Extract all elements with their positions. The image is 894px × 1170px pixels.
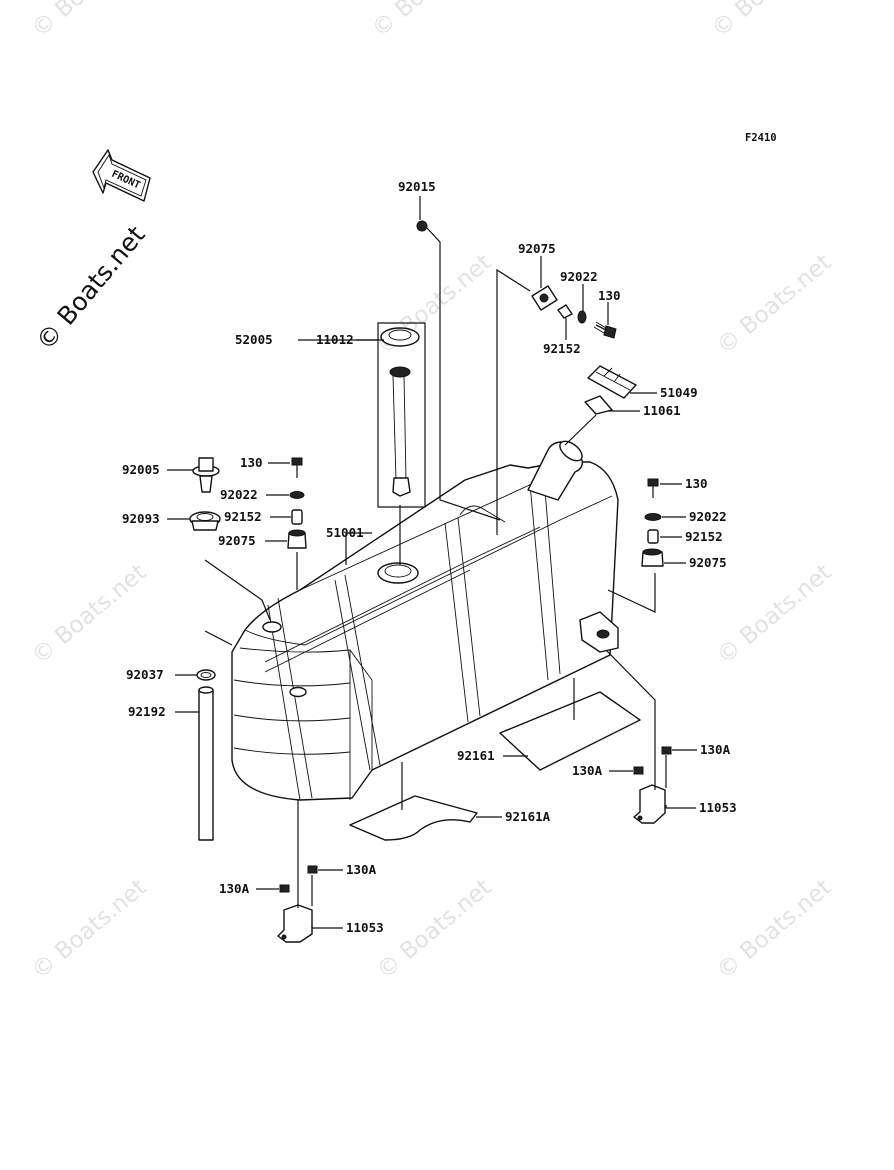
callout-11061: 11061 [643,403,681,418]
watermark: © Boats.net [27,559,151,669]
callout-51049: 51049 [660,385,698,400]
brand-logo-text: © Boats.net [30,220,150,356]
callout-92161: 92161 [457,748,495,763]
watermark: © Boats.net [372,874,496,984]
callout-leader-lines [167,196,697,929]
callout-92152-left: 92152 [224,509,262,524]
callout-130-top: 130 [598,288,621,303]
callout-labels: 92015 92075 92022 130 52005 11012 92152 … [122,179,737,935]
callout-92037: 92037 [126,667,164,682]
callout-92152-right: 92152 [685,529,723,544]
fuel-tank-51001 [231,440,619,801]
callout-92075-right: 92075 [689,555,727,570]
callout-130a-bottom-upper: 130A [346,862,377,877]
callout-92192: 92192 [128,704,166,719]
watermark: © Boats.net [27,874,151,984]
brackets-11053 [277,649,672,943]
watermark: © Boats.net [712,249,836,359]
callout-11053-right: 11053 [699,800,737,815]
top-right-mount-parts [416,220,637,535]
watermark: © Boats.net [712,874,836,984]
callout-92005: 92005 [122,462,160,477]
callout-130a-right-upper: 130A [700,742,731,757]
watermark: © Boats.net [707,0,831,43]
callout-130-right: 130 [685,476,708,491]
callout-92075-top: 92075 [518,241,556,256]
callout-52005: 52005 [235,332,273,347]
callout-92022-right: 92022 [689,509,727,524]
pads [349,678,641,841]
callout-51001: 51001 [326,525,364,540]
watermark: © Boats.net [27,0,151,43]
fuel-gauge-sender-52005 [298,322,426,565]
callout-92093: 92093 [122,511,160,526]
callout-92161a: 92161A [505,809,551,824]
callout-92022-left: 92022 [220,487,258,502]
callout-11053-bottom: 11053 [346,920,384,935]
callout-92152-top: 92152 [543,341,581,356]
figure-code: F2410 [745,132,777,144]
callout-92022-top: 92022 [560,269,598,284]
watermark: © Boats.net [712,559,836,669]
callout-130a-right-lower: 130A [572,763,603,778]
right-side-parts [607,478,664,613]
callout-11012: 11012 [316,332,354,347]
callout-130a-bottom-lower: 130A [219,881,250,896]
left-side-parts [189,457,307,841]
callout-92015: 92015 [398,179,436,194]
front-direction-arrow: FRONT [92,149,151,202]
watermarks: © Boats.net © Boats.net © Boats.net © Bo… [27,0,836,985]
callout-130-left: 130 [240,455,263,470]
callout-92075-left: 92075 [218,533,256,548]
watermark: © Boats.net [367,0,491,43]
